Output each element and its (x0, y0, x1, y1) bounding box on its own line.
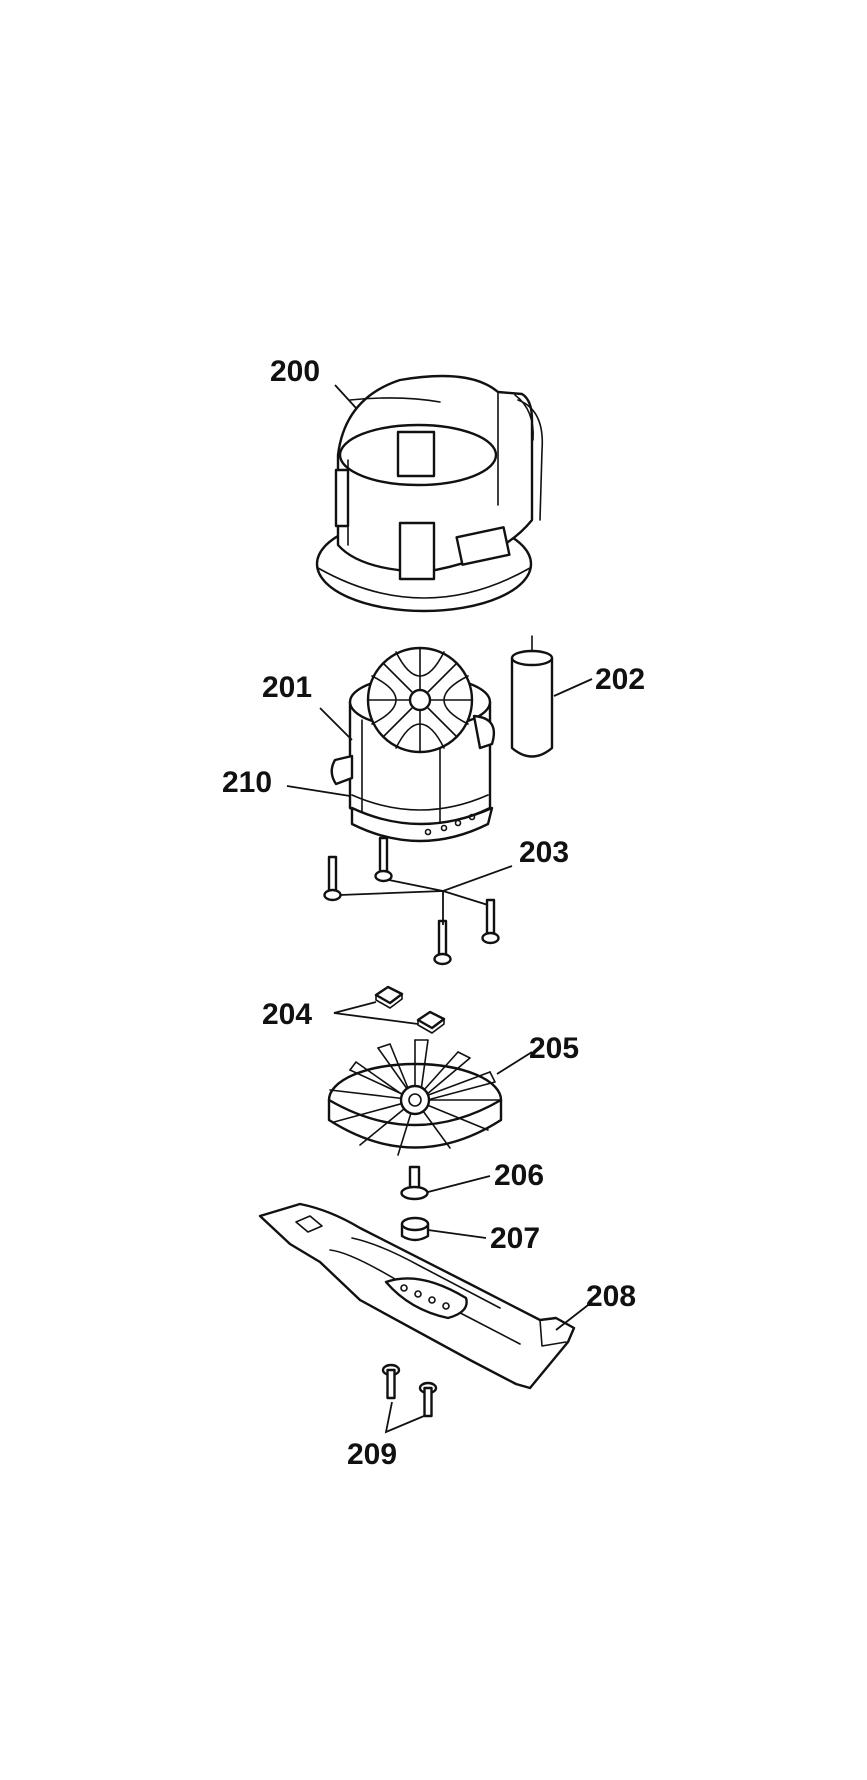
label-200: 200 (270, 355, 320, 388)
part-housing (315, 374, 544, 613)
part-spacer (400, 1216, 430, 1242)
part-motor (330, 646, 496, 831)
label-203: 203 (519, 836, 569, 869)
part-blade-screws (381, 1363, 438, 1418)
label-202: 202 (595, 663, 645, 696)
label-210: 210 (222, 766, 272, 799)
label-207: 207 (490, 1222, 540, 1255)
label-204: 204 (262, 998, 312, 1031)
label-208: 208 (586, 1280, 636, 1313)
label-205: 205 (529, 1032, 579, 1065)
part-nuts (374, 985, 446, 1034)
label-209: 209 (347, 1438, 397, 1471)
part-motor-screws (323, 836, 500, 966)
commutator (366, 646, 474, 754)
part-fan (327, 1039, 503, 1156)
part-blade-bolt (400, 1165, 429, 1201)
label-201: 201 (262, 671, 312, 704)
label-206: 206 (494, 1159, 544, 1192)
part-capacitor (510, 635, 554, 758)
part-blade (258, 1202, 576, 1390)
